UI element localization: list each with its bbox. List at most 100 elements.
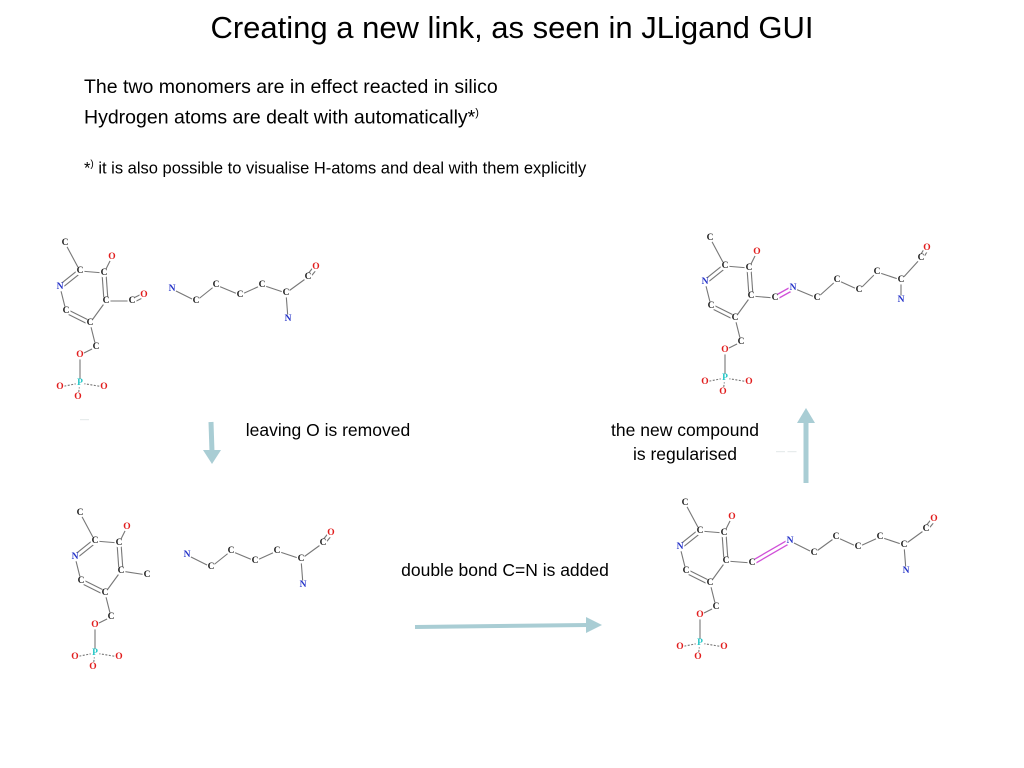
atom-label-background	[681, 566, 691, 576]
single-bond	[285, 276, 309, 294]
double-bond	[711, 303, 737, 317]
atom-oxygen: O	[923, 243, 930, 253]
atom-oxygen: O	[74, 392, 81, 402]
atom-label-background	[675, 542, 685, 552]
single-bond	[900, 257, 922, 281]
bullet-hydrogen-sup: )	[475, 107, 479, 119]
atom-label-background	[901, 566, 911, 576]
atom-carbon: C	[721, 528, 728, 538]
double-bond	[64, 312, 90, 326]
double-bond	[105, 272, 109, 301]
atom-label-background	[727, 512, 737, 522]
atom-label-background	[700, 377, 710, 387]
double-bond	[750, 267, 754, 296]
atom-carbon: C	[713, 602, 720, 612]
atom-nitrogen: N	[677, 542, 684, 552]
atom-label-background	[191, 296, 201, 306]
atom-carbon: C	[874, 267, 881, 277]
atom-label-background	[705, 233, 715, 243]
double-bond	[746, 268, 750, 297]
atom-carbon: C	[92, 536, 99, 546]
atom-carbon: C	[898, 275, 905, 285]
footnote: *) it is also possible to visualise H-at…	[84, 154, 586, 180]
atom-oxygen: O	[312, 262, 319, 272]
atom-oxygen: O	[720, 642, 727, 652]
atom-nitrogen: N	[898, 295, 905, 305]
atom-carbon: C	[63, 306, 70, 316]
atom-oxygen: O	[701, 377, 708, 387]
single-bond	[684, 502, 701, 532]
double-bond	[678, 529, 700, 546]
atom-carbon: C	[208, 562, 215, 572]
atom-label-background	[693, 652, 703, 662]
atom-carbon: C	[856, 285, 863, 295]
atom-label-background	[139, 290, 149, 300]
atom-oxygen: O	[108, 252, 115, 262]
atom-label-background	[929, 514, 939, 524]
atom-oxygen: O	[728, 512, 735, 522]
atom-label-background	[916, 253, 926, 263]
atom-label-background	[812, 293, 822, 303]
atom-label-background	[114, 652, 124, 662]
atom-oxygen: O	[56, 382, 63, 392]
atom-label-background	[318, 538, 328, 548]
atom-nitrogen: N	[184, 550, 191, 560]
bullet-hydrogen-text: Hydrogen atoms are dealt with automatica…	[84, 106, 476, 129]
atom-label-background	[675, 642, 685, 652]
atom-label-background	[142, 570, 152, 580]
atom-carbon: C	[722, 261, 729, 271]
atom-label-background	[922, 243, 932, 253]
atom-oxygen: O	[753, 247, 760, 257]
atom-carbon: C	[834, 275, 841, 285]
double-bond	[60, 272, 82, 289]
double-bond	[709, 307, 735, 321]
atom-carbon: C	[738, 337, 745, 347]
atom-label-background	[832, 275, 842, 285]
double-bond	[703, 264, 725, 281]
atom-label-background	[257, 280, 267, 290]
atom-label-background	[101, 296, 111, 306]
atom-label-background	[106, 612, 116, 622]
double-bond	[680, 532, 702, 549]
caption-regularised-line1: the new compound	[611, 420, 759, 440]
atom-oxygen: O	[696, 610, 703, 620]
double-bond	[81, 578, 107, 592]
atom-carbon: C	[682, 498, 689, 508]
atom-carbon: C	[144, 570, 151, 580]
atom-label-background	[695, 526, 705, 536]
atom-carbon: C	[62, 238, 69, 248]
arrow-up	[797, 408, 815, 483]
atom-carbon: C	[811, 548, 818, 558]
atom-carbon: C	[772, 293, 779, 303]
atom-oxygen: O	[76, 350, 83, 360]
arrow-down	[203, 421, 221, 464]
atom-oxygen: O	[930, 514, 937, 524]
atom-oxygen: O	[694, 652, 701, 662]
atom-label-background	[711, 602, 721, 612]
new-double-bond	[752, 542, 792, 566]
atom-label-background	[311, 262, 321, 272]
atom-label-background	[55, 382, 65, 392]
single-bond	[300, 542, 324, 560]
atom-carbon: C	[683, 566, 690, 576]
atom-carbon: C	[833, 532, 840, 542]
bullet-in-silico: The two monomers are in effect reacted i…	[84, 76, 498, 98]
atom-label-background	[75, 378, 85, 388]
atom-label-background	[831, 532, 841, 542]
atom-label-background	[99, 268, 109, 278]
atom-oxygen: O	[123, 522, 130, 532]
atom-label-background	[116, 566, 126, 576]
atom-label-background	[76, 576, 86, 586]
atom-phosphorus: P	[697, 638, 703, 648]
atom-carbon: C	[228, 546, 235, 556]
atom-label-background	[70, 652, 80, 662]
atom-label-background	[720, 261, 730, 271]
atom-label-background	[720, 345, 730, 355]
atom-label-background	[60, 238, 70, 248]
atom-carbon: C	[283, 288, 290, 298]
atom-oxygen: O	[91, 620, 98, 630]
atom-nitrogen: N	[903, 566, 910, 576]
atom-oxygen: O	[327, 528, 334, 538]
